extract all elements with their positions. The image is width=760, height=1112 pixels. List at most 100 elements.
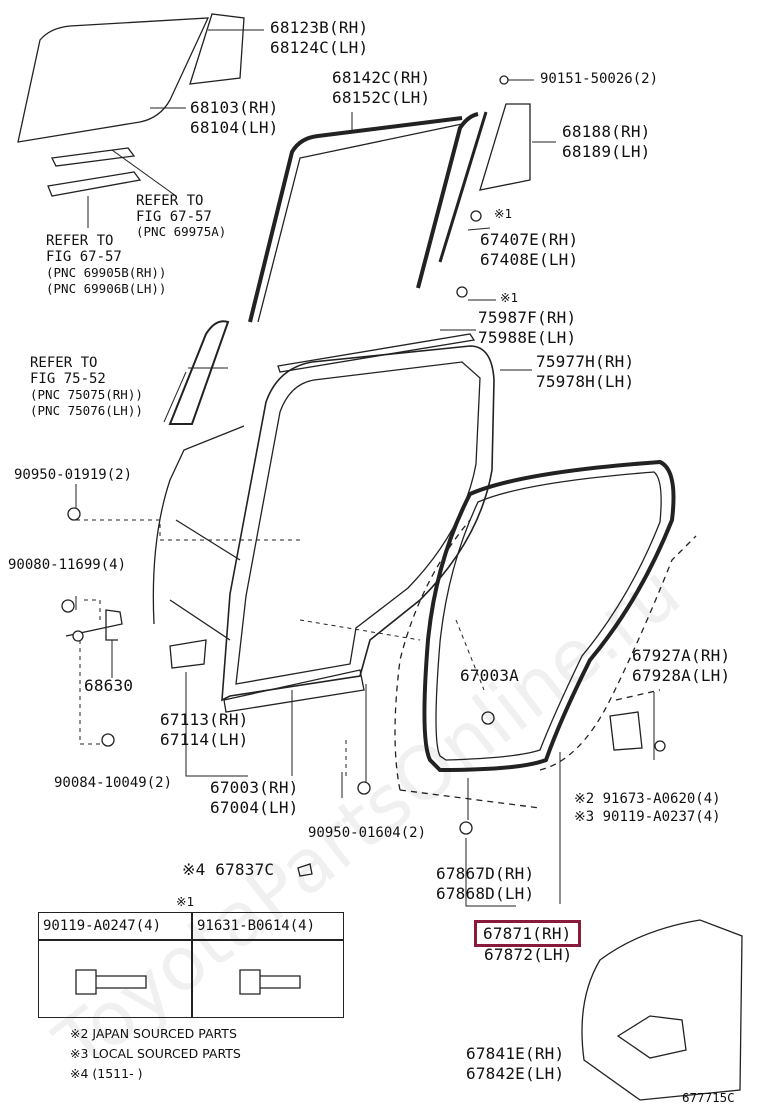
part-90950-01604[interactable]: 90950-01604(2) [308, 825, 427, 841]
part-75977[interactable]: 75977H(RH) 75978H(LH) [536, 354, 634, 390]
part-75987[interactable]: 75987F(RH) 75988E(LH) [478, 310, 576, 346]
check-arm [169, 639, 207, 669]
door-lock [609, 711, 643, 751]
part-67407-lh: 67408E(LH) [480, 250, 579, 269]
part-68103[interactable]: 68103(RH) 68104(LH) [190, 100, 279, 136]
part-68123-rh: 68123B(RH) [270, 18, 369, 37]
part-68123-lh: 68124C(LH) [270, 38, 369, 57]
part-90084[interactable]: 90084-10049(2) [54, 775, 173, 791]
clip-90950-01604 [357, 781, 371, 795]
table-divider [191, 913, 193, 1017]
diagram-code: 677715C [682, 1090, 735, 1105]
part-67113[interactable]: 67113(RH) 67114(LH) [160, 712, 249, 748]
belt-moulding-outer [47, 171, 142, 197]
part-68188-lh: 68189(LH) [562, 142, 651, 161]
part-68188[interactable]: 68188(RH) 68189(LH) [562, 124, 651, 160]
bolt-img-1 [75, 969, 147, 995]
door-glass [17, 17, 210, 143]
refer-text: REFER TO [30, 355, 98, 371]
screw-67407 [470, 210, 482, 222]
part-68188-rh: 68188(RH) [562, 122, 651, 141]
rear-triangle-glass [479, 103, 531, 191]
part-68142-lh: 68152C(LH) [332, 88, 431, 107]
part-67837[interactable]: ※4 67837C [182, 860, 275, 879]
part-68630[interactable]: 68630 [84, 676, 134, 695]
lower-rail [223, 669, 365, 713]
part-75977-lh: 75978H(LH) [536, 372, 635, 391]
weatherstrip [422, 459, 676, 773]
part-67867[interactable]: 67867D(RH) 67868D(LH) [436, 866, 534, 902]
part-67841[interactable]: 67841E(RH) 67842E(LH) [466, 1046, 564, 1082]
part-67003a[interactable]: 67003A [460, 666, 519, 685]
part-68103-lh: 68104(LH) [190, 118, 279, 137]
part-67927[interactable]: 67927A(RH) 67928A(LH) [632, 648, 730, 684]
part-67867-rh: 67867D(RH) [436, 864, 535, 883]
hinge [65, 609, 123, 641]
fastener-table: 90119-A0247(4) 91631-B0614(4) [38, 912, 344, 1018]
part-67113-rh: 67113(RH) [160, 710, 249, 729]
bolt-img-2 [239, 969, 301, 995]
part-67867-lh: 67868D(LH) [436, 884, 535, 903]
refer-pnc-rh: (PNC 75075(RH)) [30, 387, 143, 402]
glass-run-inner [257, 123, 463, 323]
refer-fig: FIG 67-57 [136, 209, 212, 225]
part-67927-rh: 67927A(RH) [632, 646, 731, 665]
refer-fig: FIG 75-52 [30, 371, 106, 387]
note-date: ※4 (1511- ) [70, 1066, 143, 1081]
part-67407[interactable]: 67407E(RH) 67408E(LH) [480, 232, 578, 268]
clip-67003a [481, 711, 495, 725]
screw-90151 [499, 75, 509, 85]
hinge-bolt [72, 630, 84, 642]
table-col2[interactable]: 91631-B0614(4) [197, 918, 316, 934]
part-67841-lh: 67842E(LH) [466, 1064, 565, 1083]
note-japan: ※2 JAPAN SOURCED PARTS [70, 1026, 237, 1041]
part-75987-rh: 75987F(RH) [478, 308, 577, 327]
bolt-90084 [101, 733, 115, 747]
part-67407-rh: 67407E(RH) [480, 230, 579, 249]
refer-pnc-lh: (PNC 75076(LH)) [30, 402, 143, 418]
part-90080[interactable]: 90080-11699(4) [8, 557, 127, 573]
part-67003-lh: 67004(LH) [210, 798, 299, 817]
lock-bolt [654, 740, 666, 752]
refer-text: REFER TO [136, 193, 204, 209]
part-75977-rh: 75977H(RH) [536, 352, 635, 371]
mark-1b: ※1 [500, 290, 518, 305]
refer-pnc: (PNC 69975A) [136, 224, 227, 239]
part-68142-rh: 68142C(RH) [332, 68, 431, 87]
part-68142[interactable]: 68142C(RH) 68152C(LH) [332, 70, 430, 106]
refer-block-1[interactable]: REFER TO FIG 67-57 (PNC 69975A) [136, 194, 226, 239]
mark-1c: ※1 [176, 894, 194, 909]
refer-fig: FIG 67-57 [46, 249, 122, 265]
part-91673[interactable]: ※2 91673-A0620(4) [574, 791, 721, 807]
note-local: ※3 LOCAL SOURCED PARTS [70, 1046, 241, 1061]
part-67003-rh: 67003(RH) [210, 778, 299, 797]
clip-67837 [297, 863, 313, 877]
upper-moulding [277, 333, 476, 373]
bolt-90080 [61, 599, 75, 613]
part-67841-rh: 67841E(RH) [466, 1044, 565, 1063]
quarter-glass [189, 13, 245, 85]
refer-pnc-rh: (PNC 69905B(RH)) [46, 265, 167, 280]
part-90950-01919[interactable]: 90950-01919(2) [14, 467, 133, 483]
part-90119-a0237[interactable]: ※3 90119-A0237(4) [574, 809, 721, 825]
outer-skin [152, 425, 245, 625]
part-67871[interactable]: 67871(RH) 67872(LH) [474, 920, 581, 963]
mark-1a: ※1 [494, 206, 512, 221]
refer-text: REFER TO [46, 233, 114, 249]
part-68103-rh: 68103(RH) [190, 98, 279, 117]
door-handle [616, 1015, 687, 1059]
part-90151[interactable]: 90151-50026(2) [540, 71, 659, 87]
division-bar [416, 112, 479, 289]
part-67113-lh: 67114(LH) [160, 730, 249, 749]
front-garnish [168, 320, 230, 425]
belt-moulding-inner [51, 147, 136, 167]
refer-block-2[interactable]: REFER TO FIG 67-57 (PNC 69905B(RH)) (PNC… [46, 234, 166, 295]
refer-block-3[interactable]: REFER TO FIG 75-52 (PNC 75075(RH)) (PNC … [30, 356, 143, 417]
table-col1[interactable]: 90119-A0247(4) [43, 918, 162, 934]
part-67927-lh: 67928A(LH) [632, 666, 731, 685]
part-67871-rh-highlighted[interactable]: 67871(RH) [474, 920, 581, 947]
refer-pnc-lh: (PNC 69906B(LH)) [46, 280, 167, 296]
part-67003[interactable]: 67003(RH) 67004(LH) [210, 780, 299, 816]
part-68123[interactable]: 68123B(RH) 68124C(LH) [270, 20, 368, 56]
